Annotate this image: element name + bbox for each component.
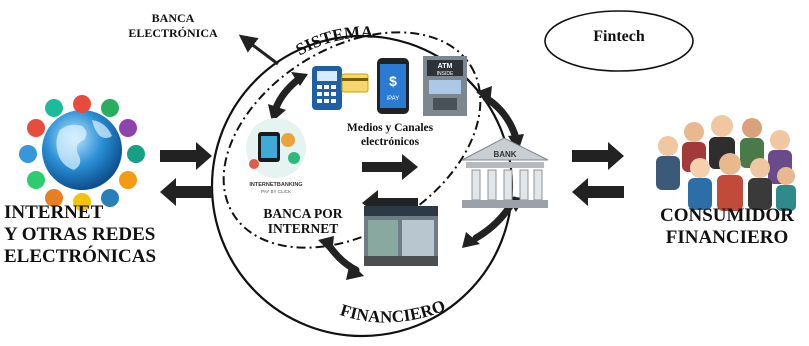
medios-label-line-1: Medios y Canales [346, 122, 434, 134]
internet-label-line-2: Y OTRAS REDES [4, 224, 156, 245]
pay-text: iPAY [387, 96, 399, 102]
medios-label-line-2: electrónicos [360, 136, 420, 148]
cycle-arrowheads [268, 72, 524, 280]
internet-label-line-3: ELECTRÓNICAS [4, 246, 157, 267]
banca-internet-line-1: BANCA POR [263, 206, 343, 221]
consumer-label-line-2: FINANCIERO [665, 227, 789, 248]
sistema-label: SISTEMA [293, 22, 374, 59]
consumer-label-line-1: CONSUMIDOR [659, 205, 795, 226]
financiero-label: FINANCIERO [338, 296, 448, 327]
bank-text: BANK [493, 150, 516, 159]
internet-label-line-1: INTERNET [4, 202, 104, 223]
fintech-oval [544, 10, 694, 72]
fintech-label: Fintech [593, 28, 645, 45]
banca-electronica-line-1: BANCA [151, 11, 195, 25]
banca-electronica-line-2: ELECTRÓNICA [128, 26, 218, 40]
internet-networks-label: INTERNET Y OTRAS REDES ELECTRÓNICAS [4, 202, 184, 268]
atm1-text: ATM [438, 63, 453, 70]
financiero-text: FINANCIERO [338, 296, 448, 327]
consumer-exchange-arrows [572, 142, 624, 206]
pos-terminal-icon [312, 66, 369, 110]
ib1-text: INTERNETBANKING [249, 182, 302, 188]
svg-text:$: $ [389, 73, 397, 89]
banca-electronica-label: BANCA ELECTRÓNICA [113, 11, 233, 41]
mobile-pay-icon: $ iPAY [377, 58, 409, 114]
banca-internet-line-2: INTERNET [267, 221, 339, 236]
internet-banking-icon: INTERNETBANKING PAY BY CLICK [246, 118, 306, 194]
sistema-text: SISTEMA [293, 22, 374, 59]
bank-building-icon: BANK [461, 137, 549, 208]
banca-electronica-arrow [238, 34, 279, 66]
financial-consumer-label: CONSUMIDOR FINANCIERO [646, 205, 808, 249]
internet-exchange-arrows [160, 142, 212, 206]
atm-icon: ATM INSIDE [423, 56, 467, 116]
atm2-text: INSIDE [437, 71, 454, 77]
internet-globe-icon [19, 95, 145, 211]
ib2-text: PAY BY CLICK [261, 189, 291, 194]
electronic-channels-label: Medios y Canales electrónicos [336, 121, 444, 149]
bank-branch-photo [364, 206, 438, 266]
financial-consumers-icon [656, 115, 796, 211]
social-bubble-icons [19, 95, 145, 211]
internet-banking-label: BANCA POR INTERNET [248, 206, 358, 236]
